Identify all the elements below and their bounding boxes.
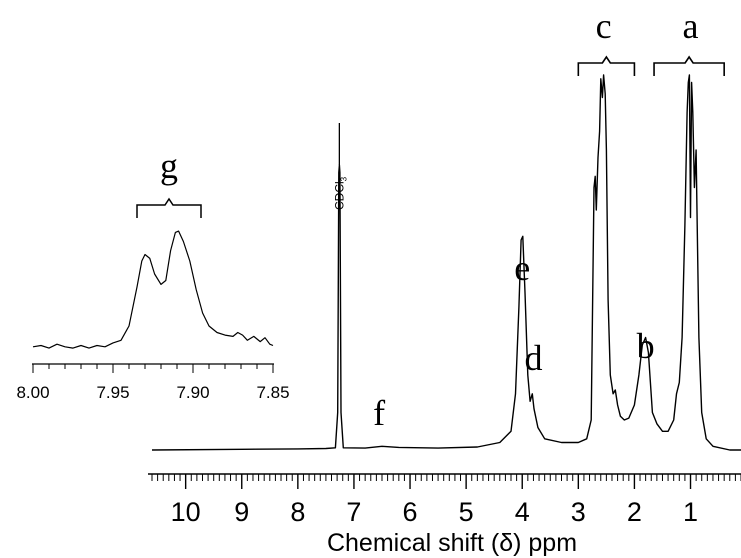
peak-label-d: d (524, 338, 542, 378)
x-tick-label: 4 (515, 497, 530, 527)
spectrum-line (151, 74, 741, 451)
inset-plot: 8.00 7.95 7.90 7.85 g (16, 146, 289, 402)
peak-label-c: c (596, 6, 612, 46)
peak-labels: a b c d e f (373, 6, 698, 433)
x-tick-label: 1 (683, 497, 698, 527)
inset-peak-label-g: g (160, 146, 178, 186)
x-axis-ticks (151, 474, 741, 489)
main-plot: 10 9 8 7 6 5 4 3 2 1 Chemical shift (δ) ppm a b c d e… (148, 6, 741, 557)
peak-brackets (577, 55, 725, 76)
x-tick-label: 5 (459, 497, 474, 527)
x-tick-label: 2 (627, 497, 642, 527)
x-tick-label: 10 (171, 497, 201, 527)
x-tick-label: 7 (346, 497, 361, 527)
inset-x-tick-label: 8.00 (16, 383, 49, 402)
peak-label-b: b (637, 326, 655, 366)
x-tick-label: 3 (571, 497, 586, 527)
bracket-c (577, 55, 636, 76)
peak-label-f: f (373, 393, 385, 433)
solvent-label-main: CDCl (332, 181, 346, 210)
solvent-label-group: CDCl3 (332, 123, 348, 210)
bracket-a (653, 55, 725, 76)
inset-x-axis-ticks (32, 364, 274, 373)
inset-x-tick-label: 7.95 (96, 383, 129, 402)
x-tick-label: 8 (290, 497, 305, 527)
peak-label-e: e (514, 248, 530, 288)
inset-spectrum-line (32, 230, 274, 349)
x-axis-tick-labels: 10 9 8 7 6 5 4 3 2 1 (171, 497, 698, 527)
x-axis-title: Chemical shift (δ) ppm (327, 529, 577, 557)
x-tick-label: 6 (403, 497, 418, 527)
peak-label-a: a (683, 6, 699, 46)
solvent-label-subscript: 3 (339, 176, 348, 181)
solvent-label: CDCl3 (332, 176, 348, 210)
inset-x-tick-label: 7.85 (256, 383, 289, 402)
inset-bracket (136, 197, 202, 218)
x-tick-label: 9 (234, 497, 249, 527)
inset-x-axis-tick-labels: 8.00 7.95 7.90 7.85 (16, 383, 289, 402)
inset-x-tick-label: 7.90 (176, 383, 209, 402)
